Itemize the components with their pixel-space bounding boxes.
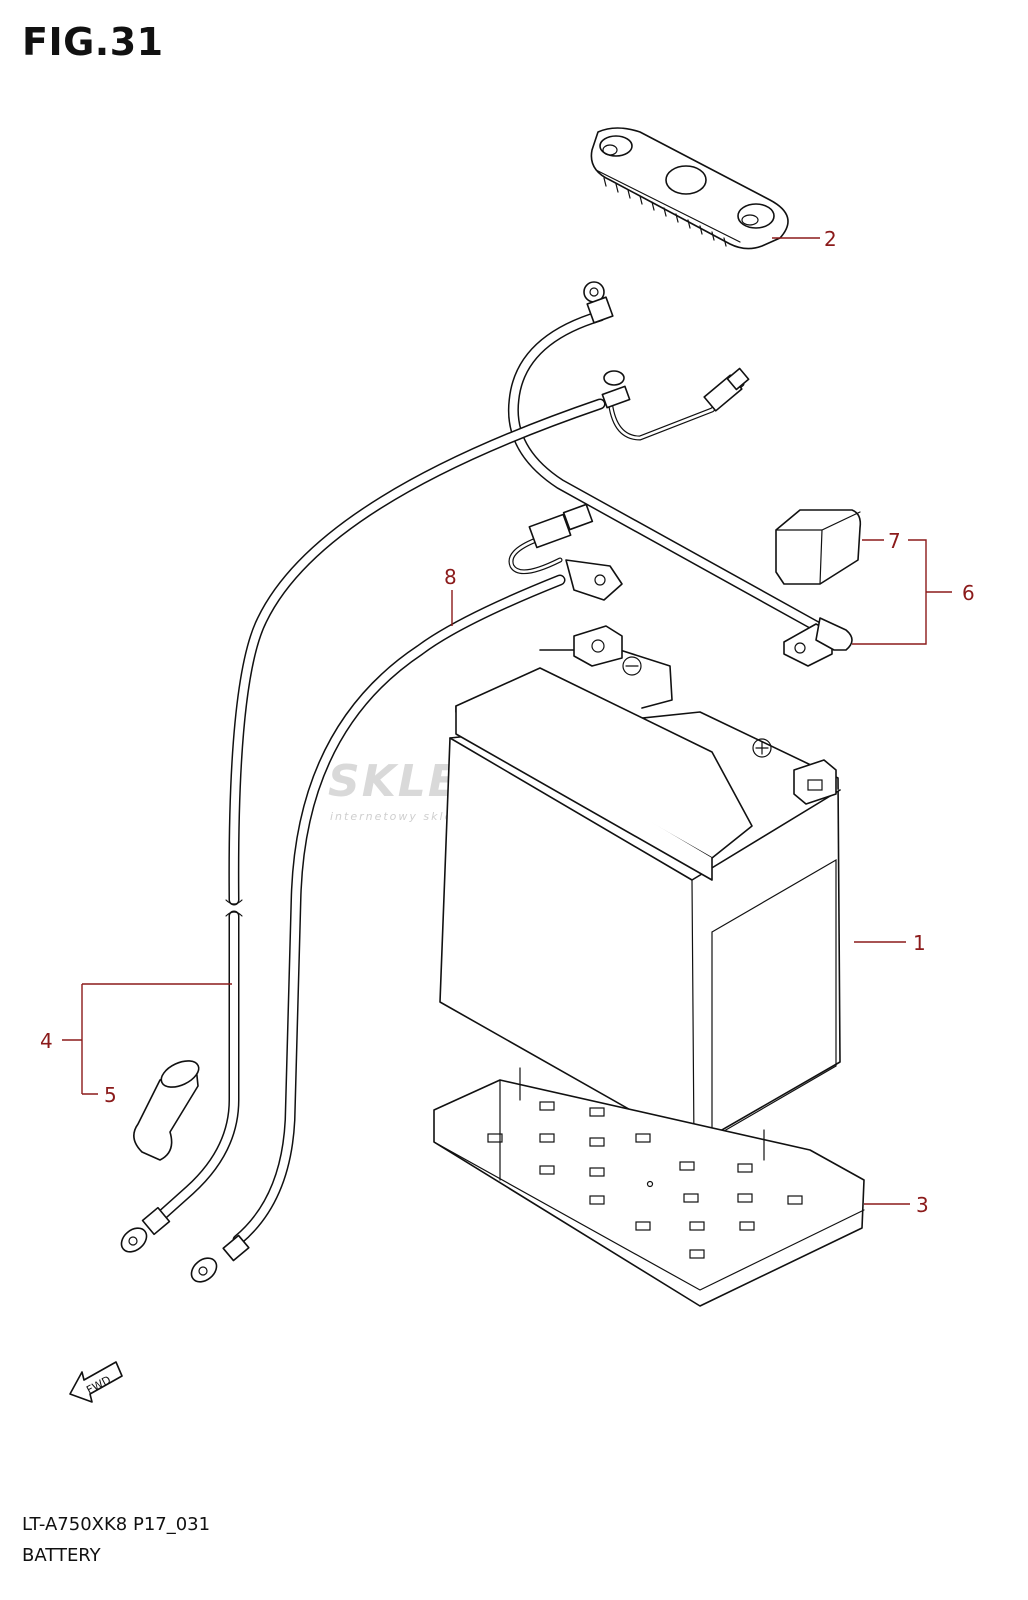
callout-3: 3 <box>916 1193 929 1217</box>
terminal-cap <box>133 1060 200 1161</box>
callout-5: 5 <box>104 1083 117 1107</box>
terminal-cover <box>775 509 862 585</box>
callout-1: 1 <box>913 931 926 955</box>
fwd-arrow: FWD <box>69 1361 123 1403</box>
model-code: LT-A750XK8 P17_031 <box>22 1514 211 1535</box>
figure-title: FIG.31 <box>22 20 164 64</box>
negative-cable <box>507 281 853 667</box>
callout-8: 8 <box>444 565 457 589</box>
short-cable <box>190 503 623 1283</box>
battery-tray <box>433 1067 865 1307</box>
callout-6: 6 <box>962 581 975 605</box>
callout-4: 4 <box>40 1029 53 1053</box>
leader-lines <box>62 237 952 1205</box>
section-name: BATTERY <box>22 1545 101 1566</box>
battery <box>439 625 841 1147</box>
positive-cable <box>120 367 750 1253</box>
callout-2: 2 <box>824 227 837 251</box>
callout-7: 7 <box>888 529 901 553</box>
battery-strap <box>590 127 789 250</box>
